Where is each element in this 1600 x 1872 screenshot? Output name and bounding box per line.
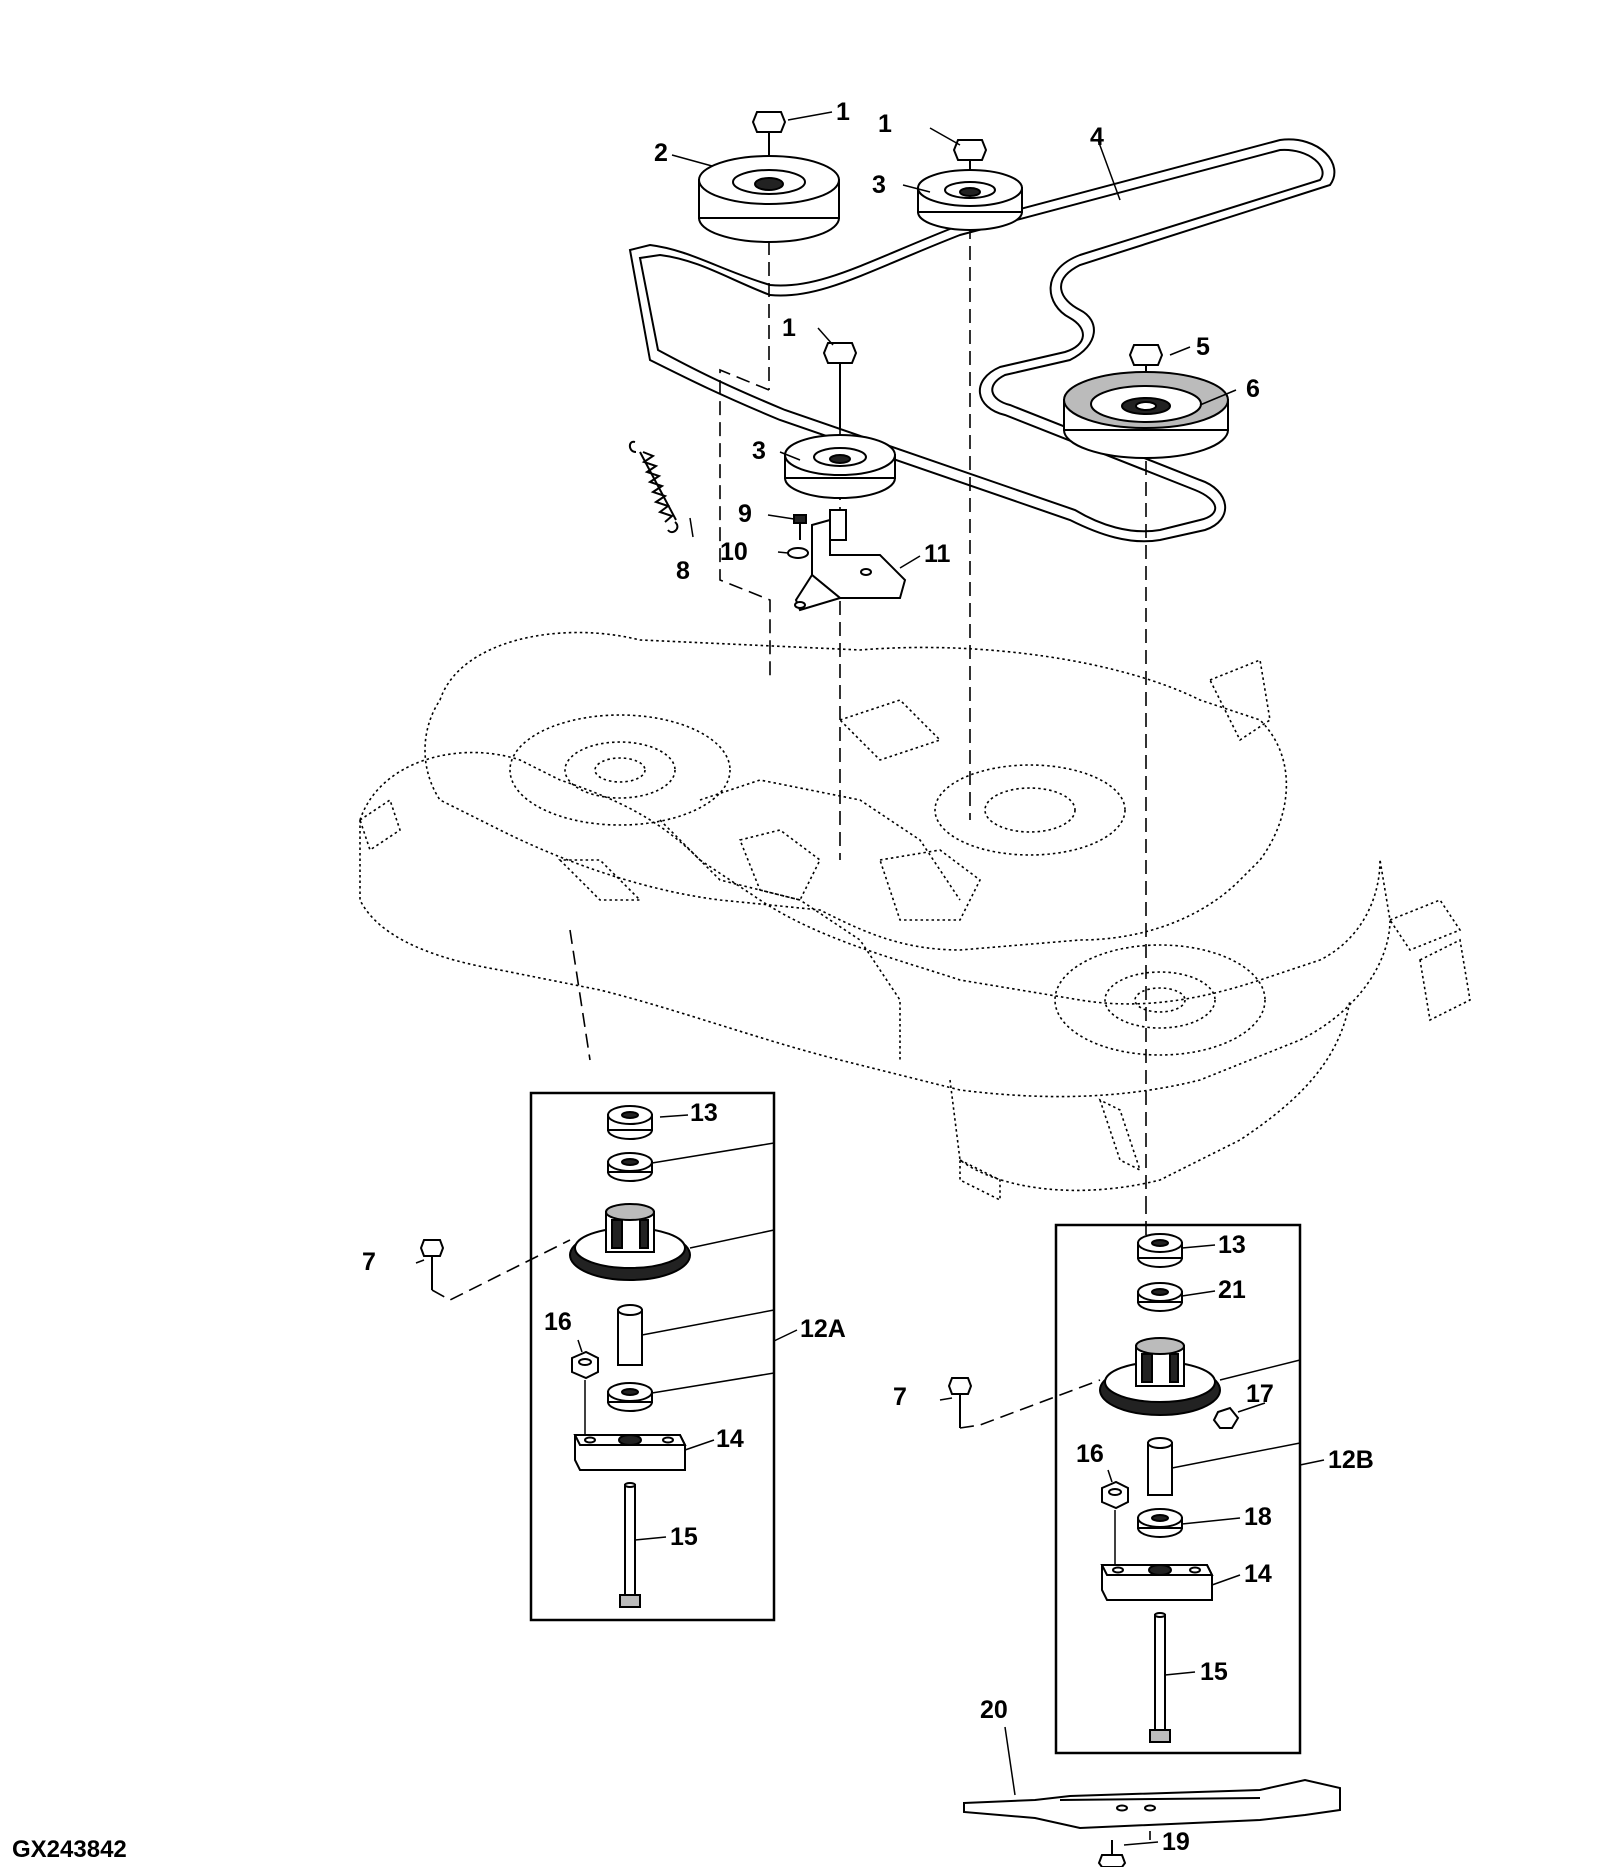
callout-7: 7 [362, 1248, 376, 1276]
cap-screw-7b [947, 1377, 1101, 1429]
callout-6: 6 [1246, 375, 1260, 403]
cap-screw-1b [952, 139, 988, 178]
spindle-assembly-12a-box [529, 1091, 776, 1622]
callout-8: 8 [676, 557, 690, 585]
callout-1: 1 [878, 110, 892, 138]
callout-18: 18 [1244, 1503, 1272, 1531]
washer-10 [787, 547, 809, 559]
extension-spring [628, 440, 679, 534]
callout-1: 1 [782, 314, 796, 342]
cap-screw-1a [751, 111, 787, 160]
drive-belt [628, 138, 1336, 543]
callout-17: 17 [1246, 1380, 1274, 1408]
mower-deck-outline [359, 631, 1471, 1202]
callout-7: 7 [893, 1383, 907, 1411]
callout-4: 4 [1090, 123, 1104, 151]
callout-3: 3 [752, 437, 766, 465]
callout-16: 16 [1076, 1440, 1104, 1468]
leader-lines [415, 111, 1325, 1846]
blade-bolt [1097, 1840, 1127, 1868]
callout-3: 3 [872, 171, 886, 199]
callout-12b: 12B [1328, 1446, 1374, 1474]
callout-5: 5 [1196, 333, 1210, 361]
callout-11: 11 [924, 540, 951, 568]
callout-2: 2 [654, 139, 668, 167]
callout-9: 9 [738, 500, 752, 528]
v-idler-pulley-upper [917, 169, 1023, 231]
callout-15: 15 [1200, 1658, 1228, 1686]
mower-blade [963, 1778, 1341, 1830]
callout-15: 15 [670, 1523, 698, 1551]
callout-14: 14 [716, 1425, 744, 1453]
flat-idler-pulley [698, 155, 840, 243]
cap-screw-1c [822, 342, 858, 430]
spindle-assembly-12b [1099, 1233, 1240, 1743]
callout-21: 21 [1218, 1276, 1246, 1304]
callout-20: 20 [980, 1696, 1008, 1724]
idler-arm-bracket [794, 509, 907, 612]
v-idler-pulley-lower [784, 434, 896, 499]
spindle-assembly-12a [569, 1105, 691, 1608]
callout-13: 13 [1218, 1231, 1246, 1259]
figure-id: GX243842 [12, 1836, 127, 1863]
callout-1: 1 [836, 98, 850, 126]
callout-16: 16 [544, 1308, 572, 1336]
callout-labels: 1 1 1 2 3 3 4 5 6 8 9 10 11 13 14 15 16 … [12, 98, 1374, 1863]
callout-10: 10 [720, 538, 748, 566]
spindle-sheave [1063, 371, 1229, 459]
callout-12a: 12A [800, 1315, 846, 1343]
callout-19: 19 [1162, 1828, 1190, 1856]
callout-13: 13 [690, 1099, 718, 1127]
hex-screw-9 [793, 514, 807, 540]
spindle-assembly-12b-box [1054, 1223, 1302, 1755]
cap-screw-7a [419, 1239, 571, 1301]
callout-14: 14 [1244, 1560, 1272, 1588]
